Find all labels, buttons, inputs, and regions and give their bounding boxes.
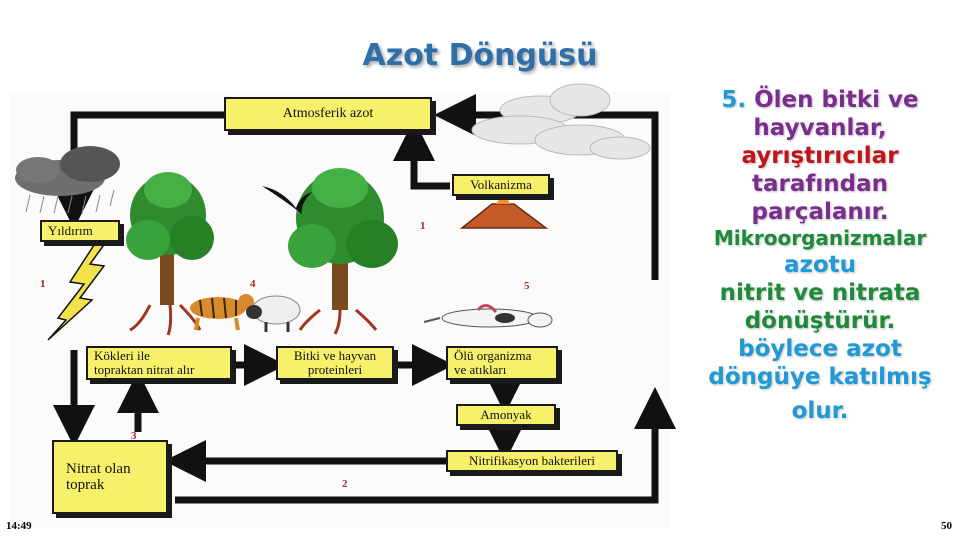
arrow-soil-to-right <box>175 387 676 504</box>
nitrate-soil-box: Nitrat olan toprak <box>52 440 168 514</box>
explanation-line-rest: Ölen bitki ve <box>746 87 919 113</box>
lightning-label: Yıldırım <box>48 222 93 238</box>
sheep-icon <box>246 295 301 332</box>
explanation-line: hayvanlar, <box>753 115 887 142</box>
volcanism-box: Volkanizma <box>452 174 550 196</box>
step-number: 1 <box>420 220 426 232</box>
explanation-line: olur. <box>791 397 849 424</box>
step-number: 1 <box>40 278 46 290</box>
step-number: 5 <box>524 280 530 292</box>
volcano-icon <box>459 192 549 229</box>
proteins-label-line2: proteinleri <box>307 362 363 377</box>
bird-icon <box>262 186 312 214</box>
roots-label-line2: topraktan nitrat alır <box>94 362 195 377</box>
explanation-line: döngüye katılmış <box>708 363 932 390</box>
step-number: 3 <box>131 430 137 442</box>
tree-icon <box>126 172 214 336</box>
explanation-line: ayrıştırıcılar <box>741 143 899 170</box>
explanation-line: parçalanır. <box>751 199 889 226</box>
explanation-line: nitrit ve nitrata <box>719 279 921 306</box>
nitrification-label: Nitrifikasyon bakterileri <box>469 452 595 468</box>
explanation-line: tarafından <box>751 171 888 198</box>
explanation-line: dönüştürür. <box>744 307 896 334</box>
roots-box: Kökleri ile topraktan nitrat alır <box>86 346 232 380</box>
page-number: 50 <box>941 520 952 532</box>
proteins-box: Bitki ve hayvan proteinleri <box>276 346 394 380</box>
tree-icon <box>288 168 398 335</box>
explanation-line: 5. Ölen bitki ve <box>686 86 954 114</box>
roots-label-line1: Kökleri ile <box>94 347 150 363</box>
ammonia-label: Amonyak <box>480 406 532 422</box>
dead-label-line1: Ölü organizma <box>454 347 532 363</box>
volcanism-label: Volkanizma <box>470 176 532 192</box>
explanation-line: azotu <box>783 251 857 278</box>
explanation-line: Mikroorganizmalar <box>713 226 927 251</box>
step-number: 2 <box>342 478 348 490</box>
dead-animal-icon <box>423 304 553 328</box>
atmospheric-nitrogen-box: Atmosferik azot <box>224 97 432 131</box>
step-prefix: 5. <box>721 87 747 113</box>
dead-label-line2: ve atıkları <box>454 362 507 377</box>
slide-title: Azot Döngüsü <box>362 38 598 73</box>
atmospheric-nitrogen-label: Atmosferik azot <box>282 106 374 122</box>
footer-time: 14:49 <box>6 520 32 532</box>
explanation-text: 5. Ölen bitki ve hayvanlar, ayrıştırıcıl… <box>686 86 954 425</box>
lightning-box: Yıldırım <box>40 220 120 242</box>
explanation-line: böylece azot <box>738 335 902 362</box>
white-cloud-icon <box>471 83 651 160</box>
storm-cloud-icon <box>15 146 120 214</box>
arrow-volcano-to-atmosphere <box>393 119 450 190</box>
lightning-icon <box>47 241 108 341</box>
explanation-line-text: 5. Ölen bitki ve <box>721 87 918 113</box>
dead-organism-box: Ölü organizma ve atıkları <box>446 346 558 380</box>
soil-label-line1: Nitrat olan <box>66 460 131 477</box>
tiger-icon <box>190 294 254 331</box>
step-number: 4 <box>250 278 256 290</box>
soil-label-line2: toprak <box>66 477 105 493</box>
proteins-label-line1: Bitki ve hayvan <box>293 347 377 363</box>
nitrification-box: Nitrifikasyon bakterileri <box>446 450 618 472</box>
ammonia-box: Amonyak <box>456 404 556 426</box>
